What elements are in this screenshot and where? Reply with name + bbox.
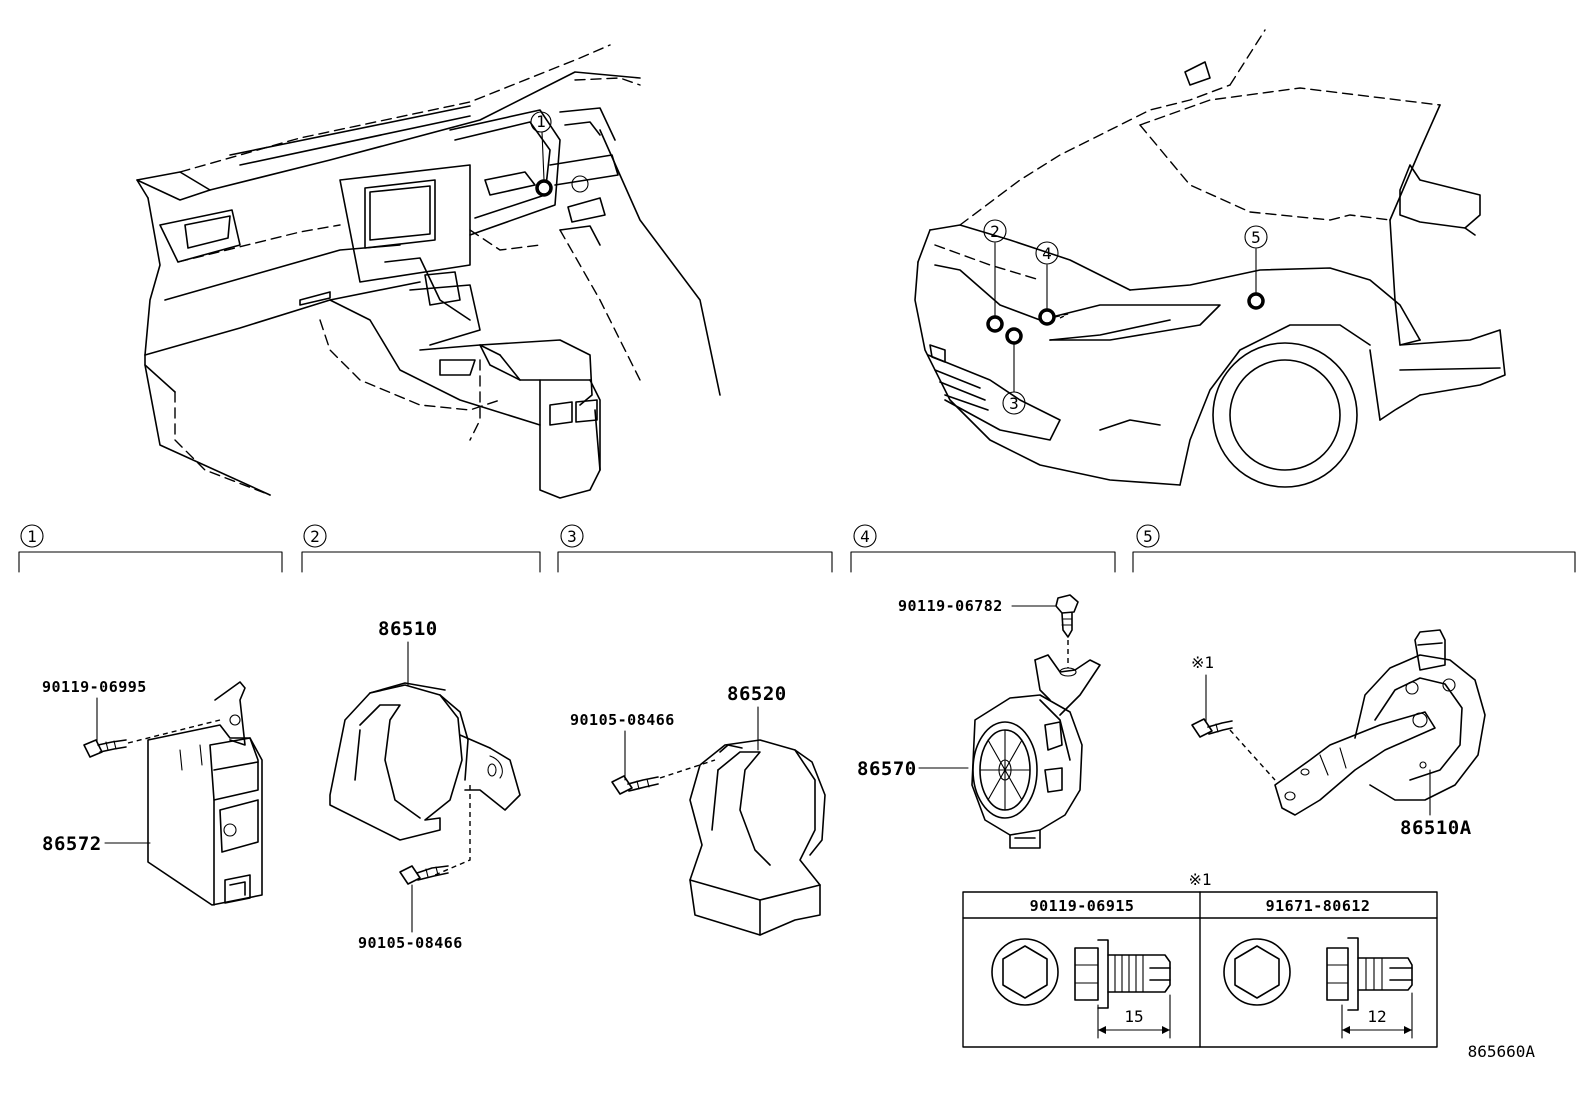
exterior-callout-4: 4 (1035, 241, 1069, 326)
part-number-siren: 86570 (857, 758, 917, 780)
bolt-icon (611, 775, 659, 795)
part-number-horn: 86510A (1400, 817, 1472, 839)
note-part-number: 90119-06915 (1030, 897, 1135, 915)
bolt-side-view-icon (1326, 937, 1413, 1039)
exterior-vehicle-illustration (914, 29, 1506, 488)
callout-label: 4 (1042, 244, 1052, 263)
part-number-bolt: 90105-08466 (358, 934, 463, 952)
bolt-side-view-icon (1074, 939, 1171, 1039)
bolt-icon (83, 739, 127, 758)
section-header-1: 1 (18, 524, 283, 573)
section-1-parts: 90119-06995 86572 (42, 678, 263, 906)
part-number-horn: 86510 (378, 618, 438, 640)
part-number-module: 86572 (42, 833, 102, 855)
bolt-note-marker: ※1 (1191, 653, 1214, 672)
exterior-callout-5: 5 (1244, 225, 1268, 310)
interior-callout-1: 1 (530, 111, 553, 197)
horn-icon (689, 739, 826, 936)
control-module-icon (147, 681, 263, 906)
section-marker: 4 (860, 527, 870, 546)
part-number-bolt: 90119-06995 (42, 678, 147, 696)
section-header-2: 2 (301, 524, 541, 573)
callout-label: 1 (536, 112, 546, 131)
section-marker: 1 (27, 527, 37, 546)
bolt-icon (1191, 718, 1233, 738)
section-4-parts: 90119-06782 86570 (857, 594, 1101, 849)
section-header-5: 5 (1132, 524, 1576, 573)
note-table-title: ※1 (1188, 870, 1211, 889)
exterior-callout-3: 3 (1002, 327, 1026, 415)
part-number-bolt: 90119-06782 (898, 597, 1003, 615)
section-3-parts: 90105-08466 86520 (570, 683, 826, 936)
bolt-head-view-icon (1223, 938, 1291, 1006)
section-5-parts: ※1 86510A (1191, 629, 1486, 839)
part-number-horn: 86520 (727, 683, 787, 705)
bolt-head-view-icon (991, 938, 1059, 1006)
section-marker: 3 (567, 527, 577, 546)
callout-label: 2 (990, 222, 1000, 241)
interior-dashboard-illustration (136, 44, 721, 499)
callout-label: 3 (1009, 394, 1019, 413)
callout-label: 5 (1251, 228, 1261, 247)
section-header-4: 4 (850, 524, 1116, 573)
bolt-icon (1055, 594, 1079, 638)
bolt-note-table: ※1 90119-06915 91671-80612 15 (962, 870, 1438, 1048)
horn-icon (1274, 629, 1486, 816)
siren-icon (971, 654, 1101, 849)
note-part-number: 91671-80612 (1266, 897, 1371, 915)
dimension-label: 15 (1124, 1007, 1143, 1026)
bolt-icon (399, 865, 449, 885)
exterior-callout-2: 2 (983, 219, 1007, 333)
part-number-bolt: 90105-08466 (570, 711, 675, 729)
horn-icon (329, 682, 521, 841)
section-2-parts: 86510 90105-08466 (329, 618, 521, 952)
section-marker: 5 (1143, 527, 1153, 546)
figure-id: 865660A (1468, 1042, 1536, 1061)
section-header-3: 3 (557, 524, 833, 573)
section-marker: 2 (310, 527, 320, 546)
dimension-label: 12 (1367, 1007, 1386, 1026)
